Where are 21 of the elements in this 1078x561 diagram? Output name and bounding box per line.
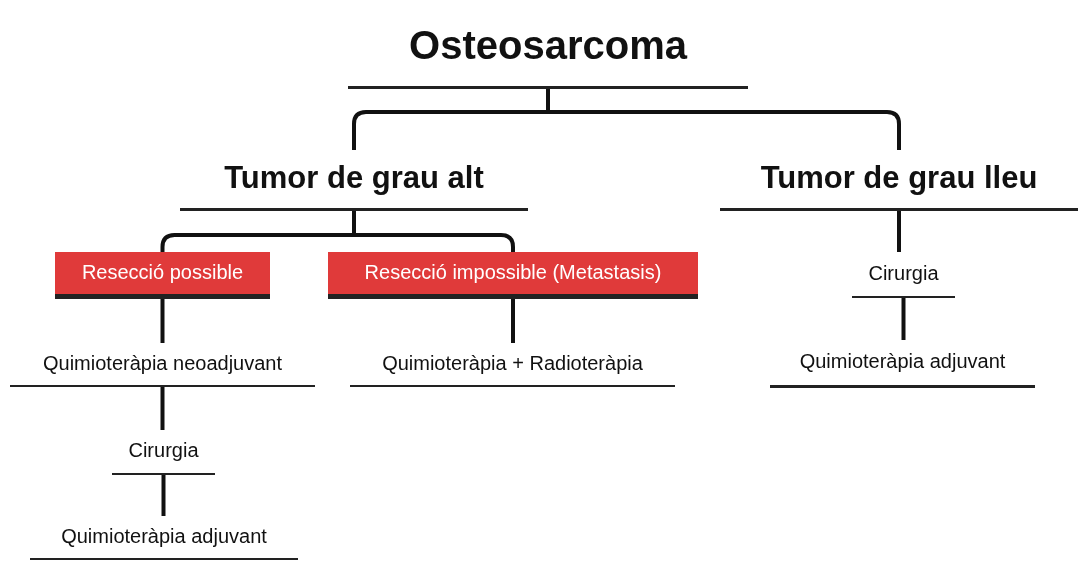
- node-text: Cirurgia: [128, 439, 199, 462]
- label-box: [328, 252, 698, 299]
- connector-line: [161, 475, 166, 516]
- node-text: Osteosarcoma: [409, 22, 687, 68]
- connector-line: [352, 211, 515, 252]
- node-text: Quimioteràpia adjuvant: [61, 524, 267, 548]
- node-text: Quimioteràpia neoadjuvant: [42, 351, 282, 375]
- connector-line: [160, 299, 165, 343]
- connector-line: [897, 211, 901, 252]
- node-text: Tumor de grau alt: [224, 160, 484, 196]
- connector-line: [511, 299, 515, 343]
- node-text: Quimioteràpia adjuvant: [799, 350, 1006, 373]
- connector-line: [160, 387, 165, 430]
- label-box: [55, 252, 270, 299]
- node-text: Cirurgia: [868, 261, 939, 285]
- node-text: Quimioteràpia + Radioteràpia: [382, 351, 643, 375]
- node-text: Resecció impossible (Metastasis): [364, 260, 662, 284]
- connector-line: [546, 89, 901, 150]
- connector-line: [901, 298, 906, 340]
- node-text: Resecció possible: [81, 260, 244, 284]
- node-text: Tumor de grau lleu: [760, 160, 1038, 196]
